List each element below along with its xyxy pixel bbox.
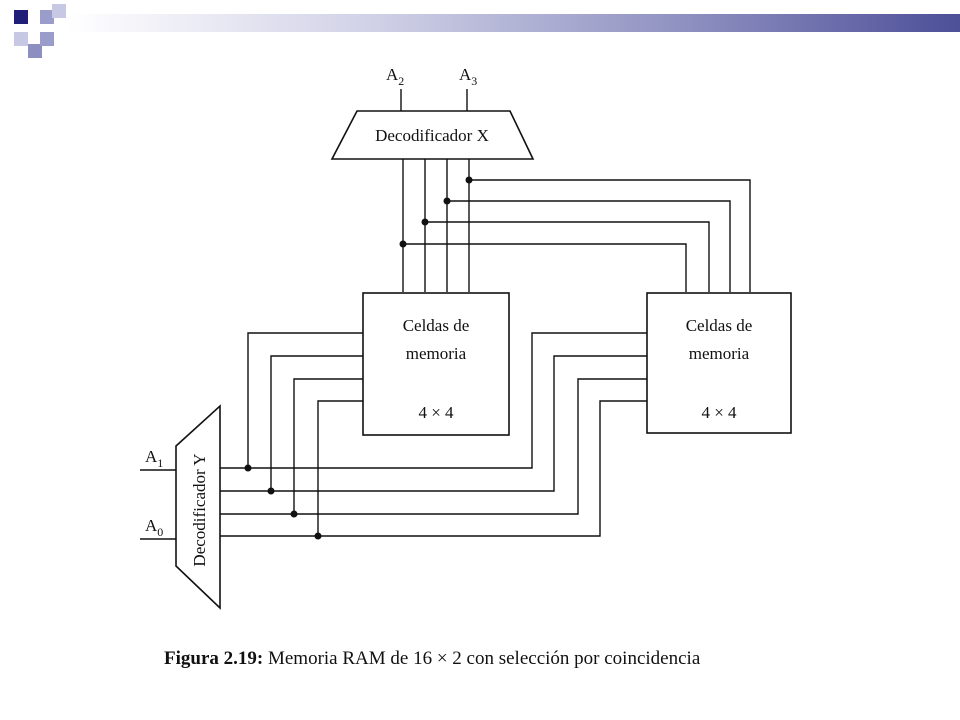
junction-dot xyxy=(399,240,407,248)
y-line-1 xyxy=(220,355,363,492)
figure-label: Figura 2.19: xyxy=(164,648,264,669)
x-branch-3 xyxy=(469,179,751,292)
logo-square-light xyxy=(14,32,28,46)
memory-left-size: 4 × 4 xyxy=(418,403,454,422)
y-branch-3 xyxy=(318,400,647,537)
a0-subscript: 0 xyxy=(157,525,163,539)
logo-square-light xyxy=(40,10,54,24)
junction-dot xyxy=(267,487,275,495)
memory-block-right xyxy=(646,292,792,434)
logo-square-dark xyxy=(28,44,42,58)
decoder-y-label: Decodificador Y xyxy=(190,453,209,566)
junction-dot xyxy=(314,532,322,540)
figure-caption-text: Memoria RAM de 16 × 2 con selección por … xyxy=(267,648,701,669)
decoder-y xyxy=(175,404,221,610)
a3-subscript: 3 xyxy=(471,74,477,88)
a2-label: A2 xyxy=(386,65,404,88)
a1-subscript: 1 xyxy=(157,456,163,470)
memory-right-size: 4 × 4 xyxy=(701,403,737,422)
y-branch-1 xyxy=(271,355,647,492)
junction-dot xyxy=(244,464,252,472)
a2-subscript: 2 xyxy=(398,74,404,88)
memory-right-line2: memoria xyxy=(689,344,750,363)
logo-square-dark xyxy=(14,10,28,24)
figure-caption: Figura 2.19: Memoria RAM de 16 × 2 con s… xyxy=(164,648,884,670)
junction-dot xyxy=(290,510,298,518)
junction-dot xyxy=(465,176,473,184)
x-branch-1 xyxy=(425,221,710,292)
logo-square-light xyxy=(52,4,66,18)
x-branch-0 xyxy=(403,243,687,292)
memory-block-left xyxy=(362,292,510,436)
y-branch-2 xyxy=(294,378,647,515)
memory-left-line1: Celdas de xyxy=(403,316,470,335)
slide-logo xyxy=(0,0,80,60)
a1-label: A1 xyxy=(145,447,163,470)
y-line-0 xyxy=(220,332,363,469)
memory-right-line1: Celdas de xyxy=(686,316,753,335)
junction-dot xyxy=(421,218,429,226)
x-branch-2 xyxy=(447,200,731,292)
decoder-x-label: Decodificador X xyxy=(375,126,489,145)
memory-left-line2: memoria xyxy=(406,344,467,363)
junction-dot xyxy=(443,197,451,205)
decoder-x xyxy=(330,110,535,160)
y-branch-0 xyxy=(248,332,647,469)
header-gradient-bar xyxy=(68,14,960,32)
y-line-2 xyxy=(220,378,363,515)
a3-label: A3 xyxy=(459,65,477,88)
logo-square-light xyxy=(40,32,54,46)
a0-label: A0 xyxy=(145,516,163,539)
